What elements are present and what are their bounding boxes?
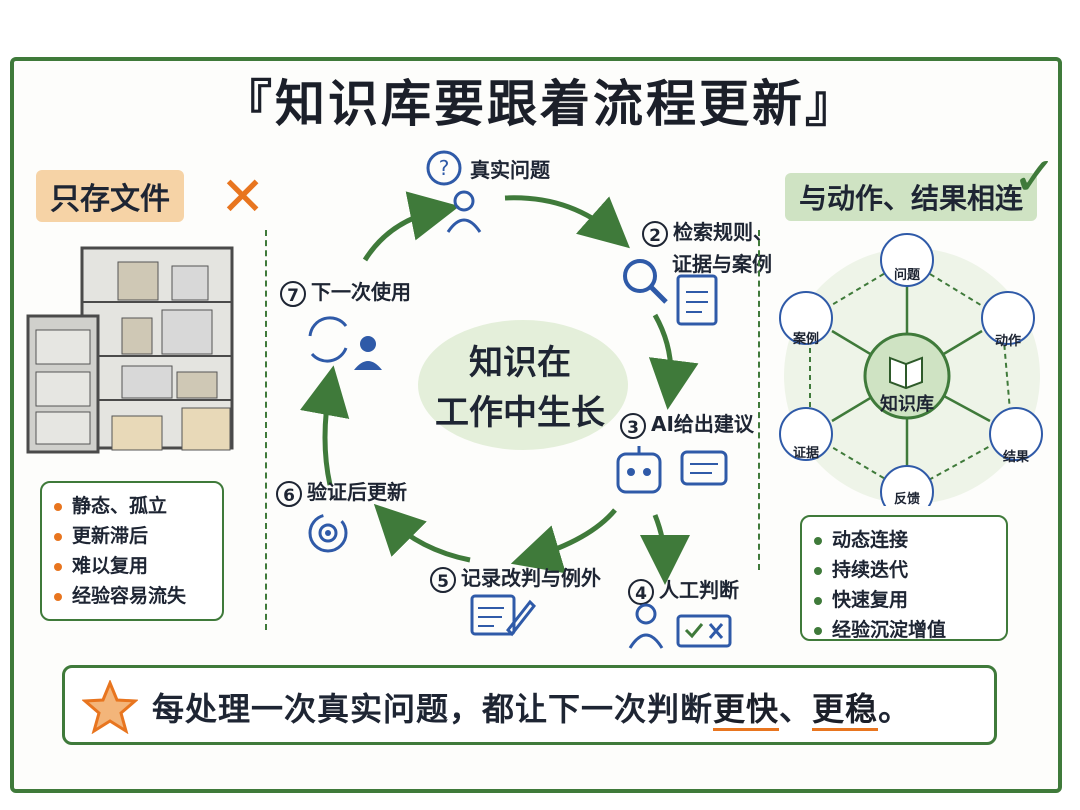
gear-refresh-icon: [308, 513, 348, 553]
left-tag: 只存文件: [36, 170, 184, 222]
list-item: 动态连接: [814, 525, 994, 555]
node-feedback: 反馈: [893, 492, 920, 507]
check-icon: ✓: [1012, 145, 1058, 208]
search-document-icon: [623, 259, 718, 326]
step-1-label: 真实问题: [470, 158, 550, 182]
svg-text:?: ?: [439, 156, 450, 180]
cycle-arrows: [300, 191, 699, 585]
left-divider: [265, 230, 267, 630]
star-icon: [82, 680, 138, 734]
list-item: 快速复用: [814, 585, 994, 615]
node-result: 结果: [1002, 450, 1029, 465]
robot-chat-icon: [616, 446, 728, 494]
note-pencil-icon: [470, 594, 537, 637]
cross-icon: ✕: [220, 165, 266, 228]
banner-text: 每处理一次真实问题，都让下一次判断更快、更稳。: [152, 684, 911, 731]
node-case: 案例: [792, 332, 819, 347]
step-2-label-line2: 证据与案例: [672, 252, 772, 276]
list-item: 更新滞后: [54, 521, 210, 551]
list-item: 经验沉淀增值: [814, 615, 994, 645]
human-check-icon: [628, 603, 732, 649]
center-caption: 知识在 工作中生长: [435, 343, 605, 433]
node-evidence: 证据: [792, 446, 819, 461]
list-item: 持续迭代: [814, 555, 994, 585]
node-question: 问题: [893, 268, 920, 283]
right-list: 动态连接 持续迭代 快速复用 经验沉淀增值: [800, 515, 1008, 641]
question-person-icon: ?: [426, 150, 482, 233]
center-blob: [418, 320, 628, 450]
right-tag: 与动作、结果相连: [785, 173, 1038, 221]
list-item: 难以复用: [54, 551, 210, 581]
knowledge-network: [779, 233, 1043, 506]
node-action: 动作: [994, 334, 1021, 349]
filing-cabinet-illustration: [26, 246, 234, 454]
bottom-banner: [62, 665, 997, 745]
hub-label: 知识库: [880, 394, 934, 415]
list-item: 静态、孤立: [54, 491, 210, 521]
page-title: 『知识库要跟着流程更新』: [222, 75, 858, 133]
right-divider: [758, 230, 760, 570]
list-item: 经验容易流失: [54, 581, 210, 611]
reuse-person-icon: [308, 316, 382, 370]
left-list: 静态、孤立 更新滞后 难以复用 经验容易流失: [40, 481, 224, 621]
